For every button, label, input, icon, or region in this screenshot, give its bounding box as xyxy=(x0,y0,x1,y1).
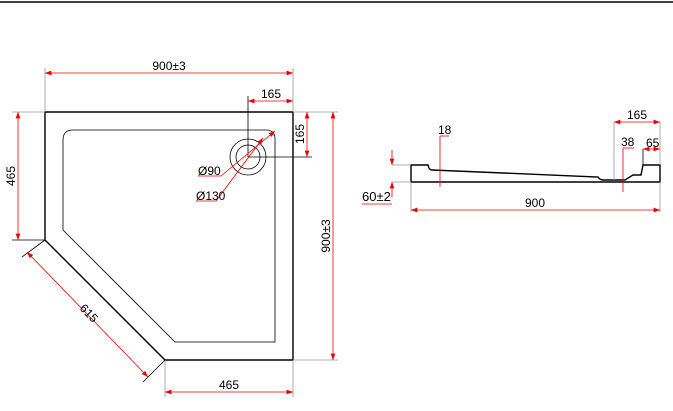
label-drain-offset-y: 165 xyxy=(293,124,307,144)
tray-inner-outline xyxy=(62,129,276,343)
label-diagonal-side: 615 xyxy=(77,301,101,325)
label-height: 60±2 xyxy=(362,189,391,204)
tray-outline xyxy=(44,111,294,361)
side-view: 60±2 900 18 165 38 65 xyxy=(362,108,661,213)
label-drain-inner-dia: Ø90 xyxy=(198,164,221,178)
label-width-top: 900±3 xyxy=(152,59,186,73)
label-rim-depth: 18 xyxy=(438,123,452,137)
label-length: 900 xyxy=(525,196,545,210)
label-drain-offset: 165 xyxy=(627,108,647,122)
plan-view: 900±3 165 165 900±3 465 465 615 Ø90 Ø130 xyxy=(4,59,338,397)
label-depth-right: 900±3 xyxy=(319,219,333,253)
label-drain-offset-x: 165 xyxy=(261,87,281,101)
label-drain-edge: 65 xyxy=(646,136,660,150)
tray-profile xyxy=(410,164,661,183)
label-bottom-side: 465 xyxy=(219,378,239,392)
label-drain-outer-dia: Ø130 xyxy=(196,189,226,203)
label-drain-depth: 38 xyxy=(621,135,635,149)
label-left-side: 465 xyxy=(4,166,18,186)
